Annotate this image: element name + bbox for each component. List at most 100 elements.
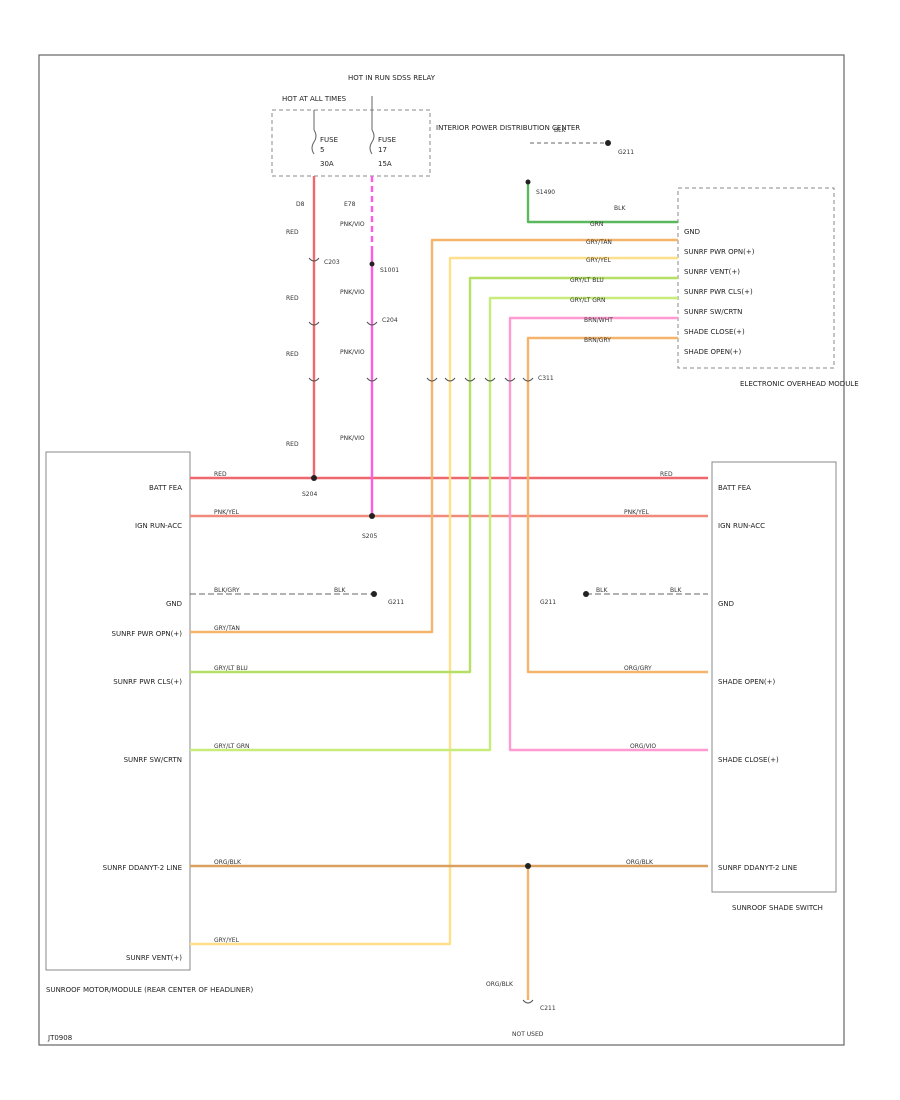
shade-switch-pin-3: GND <box>718 600 734 608</box>
label-pnkyel-left: PNK/YEL <box>214 509 240 516</box>
label-red-1: RED <box>286 229 299 236</box>
label-brn-wht: BRN/WHT <box>584 317 613 324</box>
splice-s1490 <box>525 179 531 185</box>
connector-c311-red <box>308 377 320 382</box>
connector-c311-5 <box>504 377 516 382</box>
motor-module-pin-2: IGN RUN-ACC <box>135 522 182 530</box>
label-gry-ltgrn: GRY/LT GRN <box>570 297 606 304</box>
bottom-connector-label: C211 <box>540 1005 556 1012</box>
label-s204: S204 <box>302 491 317 498</box>
motor-module-pin-7: SUNRF DDANYT-2 LINE <box>103 864 182 872</box>
motor-module-box <box>45 451 191 971</box>
fuse1-symbol <box>311 129 317 155</box>
fuse1-rating: 30A <box>320 160 334 168</box>
label-orgvio-shade: ORG/VIO <box>630 743 656 750</box>
fuse2-symbol <box>369 129 375 155</box>
wire-green-gnd <box>526 182 678 224</box>
label-red-batt-right: RED <box>660 471 673 478</box>
ground-dot-left <box>371 591 377 597</box>
label-red-4: RED <box>286 441 299 448</box>
diagram-frame <box>38 54 845 1046</box>
shade-switch-pin-1: BATT FEA <box>718 484 751 492</box>
label-gry-ltblu: GRY/LT BLU <box>570 277 604 284</box>
hot-in-run-label: HOT IN RUN SDSS RELAY <box>348 74 436 82</box>
overhead-module-box <box>677 187 835 369</box>
label-brn-gry: BRN/GRY <box>584 337 611 344</box>
label-pnkvio-3: PNK/VIO <box>340 349 365 356</box>
label-orgblk-shade: ORG/BLK <box>626 859 654 866</box>
label-c204: C204 <box>382 317 398 324</box>
label-blk-ovh: BLK <box>614 205 626 212</box>
label-pnkvio-4: PNK/VIO <box>340 435 365 442</box>
connector-c311-2 <box>444 377 456 382</box>
label-blkgry-left: BLK/GRY <box>214 587 240 594</box>
hot-all-times-label: HOT AT ALL TIMES <box>282 95 347 103</box>
pin-e78: E78 <box>344 201 356 208</box>
label-red-3: RED <box>286 351 299 358</box>
label-gry-tan: GRY/TAN <box>586 239 612 246</box>
wire-lgreen-sw <box>190 296 678 752</box>
shade-switch-name: SUNROOF SHADE SWITCH <box>732 904 823 912</box>
label-orgblk-motor: ORG/BLK <box>214 859 242 866</box>
shade-switch-pin-6: SUNRF DDANYT-2 LINE <box>718 864 797 872</box>
connector-c203-red <box>308 257 320 262</box>
label-blk-right: BLK <box>596 587 608 594</box>
corner-id: JT0908 <box>47 1034 72 1042</box>
label-g211-right: G211 <box>540 599 556 606</box>
motor-module-name: SUNROOF MOTOR/MODULE (REAR CENTER OF HEA… <box>46 986 253 994</box>
motor-module-pin-3: GND <box>166 600 182 608</box>
bottom-wire-label: ORG/BLK <box>486 981 514 988</box>
splice-s1001 <box>369 261 375 267</box>
overhead-module-name: ELECTRONIC OVERHEAD MODULE <box>740 380 859 388</box>
splice-s205 <box>369 513 375 519</box>
connector-c311-3 <box>464 377 476 382</box>
connector-c204-pink <box>366 321 378 326</box>
wire-yellow-vent <box>190 256 678 946</box>
label-red-2: RED <box>286 295 299 302</box>
motor-module-pin-1: BATT FEA <box>149 484 182 492</box>
wire-orange-shade-open <box>526 336 708 674</box>
shade-switch-pin-5: SHADE CLOSE(+) <box>718 756 779 764</box>
label-g211-left: G211 <box>388 599 404 606</box>
bottom-connector-symbol <box>522 999 534 1004</box>
label-g211-top: G211 <box>618 149 634 156</box>
label-red-batt-left: RED <box>214 471 227 478</box>
power-distribution-center-name: INTERIOR POWER DISTRIBUTION CENTER <box>436 124 580 132</box>
motor-module-pin-5: SUNRF PWR CLS(+) <box>113 678 182 686</box>
label-gryltblu-motor: GRY/LT BLU <box>214 665 248 672</box>
label-gryyel-motor: GRY/YEL <box>214 937 240 944</box>
splice-s204 <box>311 475 317 481</box>
label-s1001: S1001 <box>380 267 399 274</box>
overhead-module-pin-2: SUNRF PWR OPN(+) <box>684 248 755 256</box>
motor-module-pin-6: SUNRF SW/CRTN <box>124 756 182 764</box>
fuse1-label: FUSE <box>320 136 338 144</box>
overhead-module-pin-7: SHADE OPEN(+) <box>684 348 742 356</box>
overhead-module-pin-4: SUNRF PWR CLS(+) <box>684 288 753 296</box>
label-blk-right2: BLK <box>670 587 682 594</box>
label-pnkvio-2: PNK/VIO <box>340 289 365 296</box>
label-s1490: S1490 <box>536 189 555 196</box>
label-pnkvio-1: PNK/VIO <box>340 221 365 228</box>
label-c311: C311 <box>538 375 554 382</box>
power-distribution-center-box <box>271 109 431 177</box>
fuse2-label: FUSE <box>378 136 396 144</box>
wire-pink-shade-close <box>508 316 708 752</box>
shade-switch-pin-2: IGN RUN-ACC <box>718 522 765 530</box>
fuse2-number: 17 <box>378 146 387 154</box>
label-blk-left: BLK <box>334 587 346 594</box>
overhead-module-pin-6: SHADE CLOSE(+) <box>684 328 745 336</box>
label-s205: S205 <box>362 533 377 540</box>
connector-c311-1 <box>426 377 438 382</box>
label-grytan-motor: GRY/TAN <box>214 625 240 632</box>
splice-dd <box>525 863 531 869</box>
overhead-module-pin-3: SUNRF VENT(+) <box>684 268 740 276</box>
connector-c204-red <box>308 321 320 326</box>
wire-orange-opn <box>190 238 678 634</box>
connector-c311-6 <box>522 377 534 382</box>
shade-switch-pin-4: SHADE OPEN(+) <box>718 678 776 686</box>
motor-module-pin-4: SUNRF PWR OPN(+) <box>112 630 183 638</box>
bottom-not-used: NOT USED <box>512 1031 544 1038</box>
pin-d8: D8 <box>296 201 305 208</box>
motor-module-pin-8: SUNRF VENT(+) <box>126 954 182 962</box>
